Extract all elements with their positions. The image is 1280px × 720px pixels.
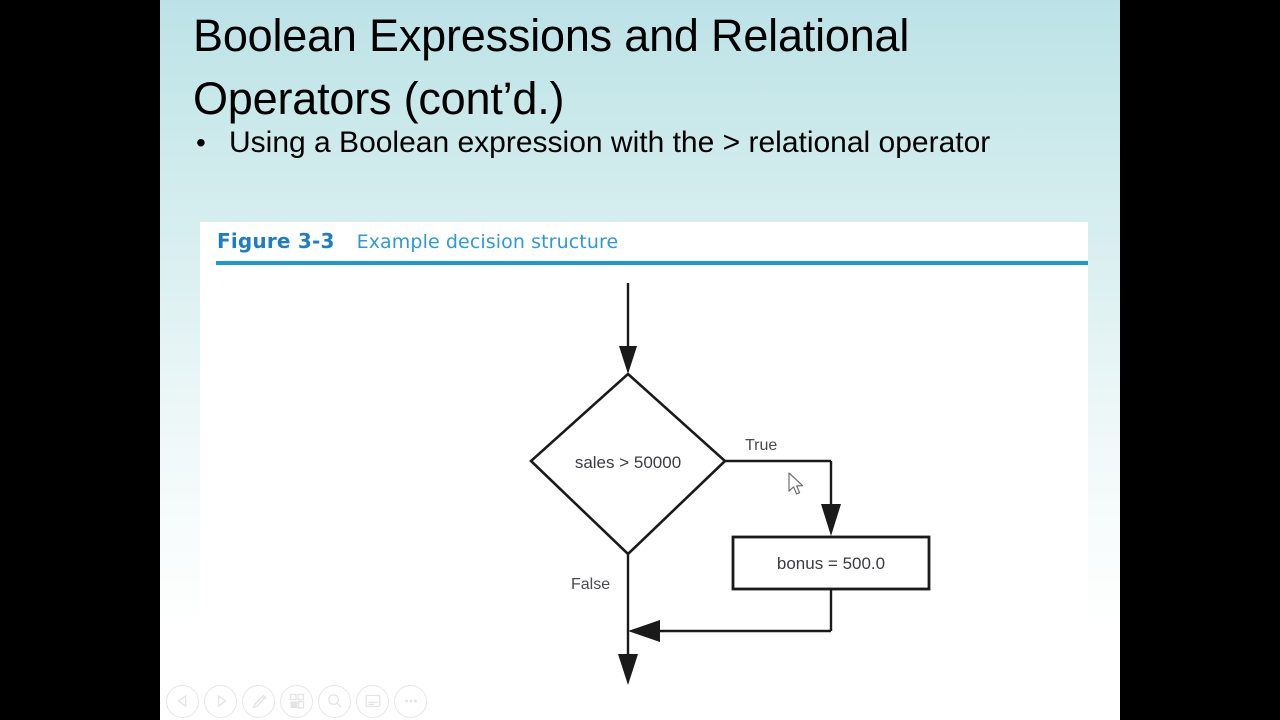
- zoom-button[interactable]: [318, 684, 351, 718]
- merge-path: [628, 589, 833, 642]
- captions-icon: [365, 694, 380, 708]
- figure-number: Figure 3-3: [217, 229, 335, 253]
- previous-slide-button[interactable]: [166, 684, 199, 718]
- process-action-text: bonus = 500.0: [777, 554, 885, 573]
- ellipsis-icon: [404, 699, 417, 703]
- slide-canvas: Boolean Expressions and Relational Opera…: [160, 0, 1120, 720]
- presentation-toolbar[interactable]: [166, 684, 427, 718]
- process-box: bonus = 500.0: [731, 535, 931, 591]
- false-branch-path: False: [571, 554, 638, 685]
- decision-diamond: sales > 50000: [529, 372, 727, 556]
- bullet-text: Using a Boolean expression with the > re…: [229, 126, 991, 159]
- all-slides-button[interactable]: [280, 684, 313, 718]
- triangle-left-icon: [176, 694, 186, 708]
- magnifier-icon: [327, 694, 342, 708]
- subtitles-button[interactable]: [356, 684, 389, 718]
- bullet-list: • Using a Boolean expression with the > …: [193, 120, 1073, 165]
- list-item: • Using a Boolean expression with the > …: [193, 120, 1073, 165]
- entry-arrow: [619, 283, 637, 374]
- title-line-1: Boolean Expressions and Relational: [193, 10, 910, 61]
- grid-slides-icon: [289, 693, 304, 709]
- pen-icon: [251, 694, 266, 709]
- figure-panel: Figure 3-3 Example decision structure sal…: [200, 222, 1088, 720]
- more-options-button[interactable]: [394, 684, 427, 718]
- decision-condition-text: sales > 50000: [575, 453, 681, 472]
- figure-caption: Figure 3-3 Example decision structure: [217, 229, 618, 253]
- bullet-dot-icon: •: [196, 127, 206, 158]
- flowchart-diagram: sales > 50000 True bonus = 500.0: [529, 283, 931, 685]
- figure-description: Example decision structure: [356, 231, 619, 253]
- page-title: Boolean Expressions and Relational Opera…: [193, 4, 1093, 130]
- false-branch-label: False: [571, 576, 610, 593]
- true-branch-path: True: [725, 437, 841, 536]
- triangle-right-icon: [217, 694, 227, 708]
- title-line-2: Operators (cont’d.): [193, 73, 565, 124]
- true-branch-label: True: [745, 437, 777, 454]
- figure-divider: [216, 261, 1088, 265]
- pen-tool-button[interactable]: [242, 684, 275, 718]
- next-slide-button[interactable]: [204, 684, 237, 718]
